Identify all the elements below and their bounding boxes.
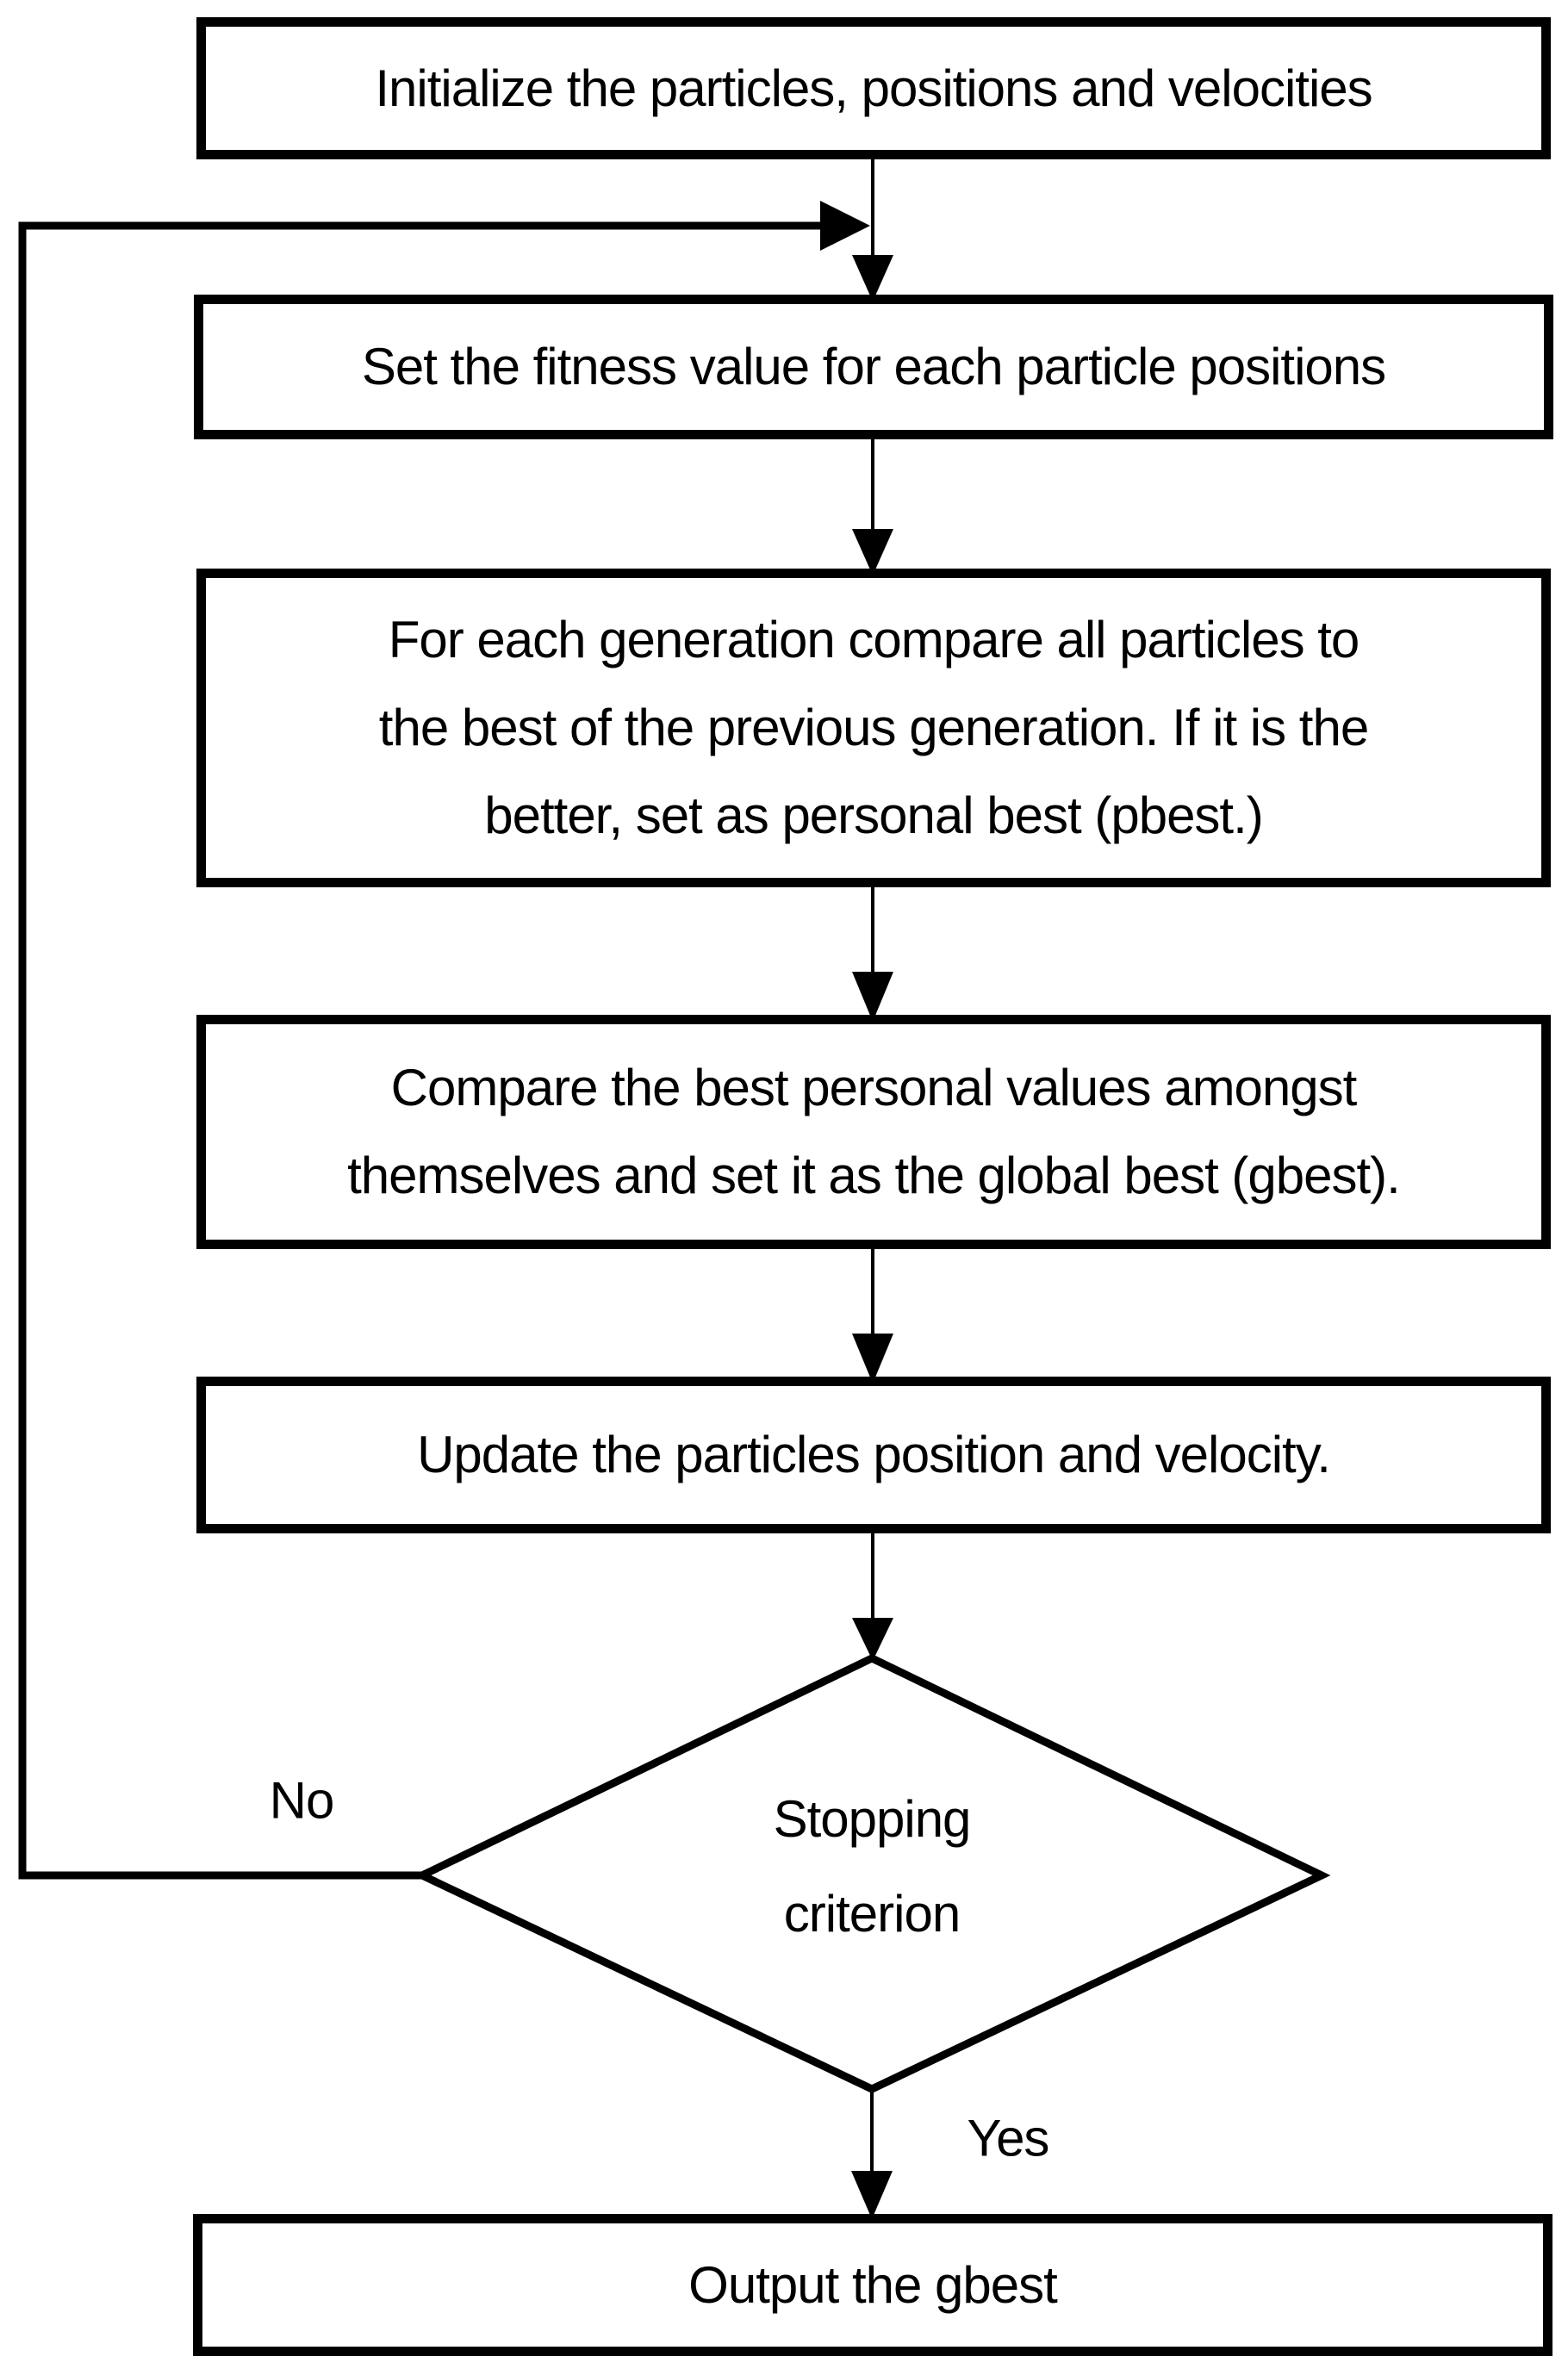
- process-box-output: Output the gbest: [193, 2214, 1552, 2356]
- decision-text-line2: criterion: [783, 1885, 961, 1943]
- process-box-gbest-text-line2: themselves and set it as the global best…: [347, 1147, 1401, 1204]
- process-box-initialize: Initialize the particles, positions and …: [196, 17, 1551, 159]
- process-box-fitness: Set the fitness value for each particle …: [194, 295, 1553, 439]
- edge-update-to-decision-arrowhead: [852, 1618, 893, 1661]
- process-box-pbest-text-line2: the best of the previous generation. If …: [378, 699, 1369, 756]
- process-box-update-text: Update the particles position and veloci…: [417, 1426, 1331, 1483]
- process-box-gbest: Compare the best personal values amongst…: [196, 1015, 1551, 1249]
- process-box-gbest-text-line1: Compare the best personal values amongst: [390, 1059, 1358, 1116]
- decision-stopping-criterion: Stopping criterion: [613, 1770, 1130, 1963]
- decision-text-line1: Stopping: [773, 1790, 972, 1848]
- process-box-pbest-text-line3: better, set as personal best (pbest.): [484, 787, 1264, 844]
- process-box-update: Update the particles position and veloci…: [196, 1377, 1551, 1533]
- process-box-pbest: For each generation compare all particle…: [196, 569, 1551, 887]
- process-box-fitness-text: Set the fitness value for each particle …: [361, 338, 1386, 395]
- process-box-pbest-text-line1: For each generation compare all particle…: [388, 611, 1360, 668]
- no-branch-label: No: [269, 1771, 335, 1830]
- process-box-output-text: Output the gbest: [688, 2255, 1058, 2314]
- process-box-initialize-text: Initialize the particles, positions and …: [375, 59, 1372, 117]
- no-loop-arrowhead: [820, 201, 870, 251]
- yes-branch-label: Yes: [967, 2109, 1050, 2167]
- edge-decision-to-output-arrowhead: [851, 2171, 893, 2219]
